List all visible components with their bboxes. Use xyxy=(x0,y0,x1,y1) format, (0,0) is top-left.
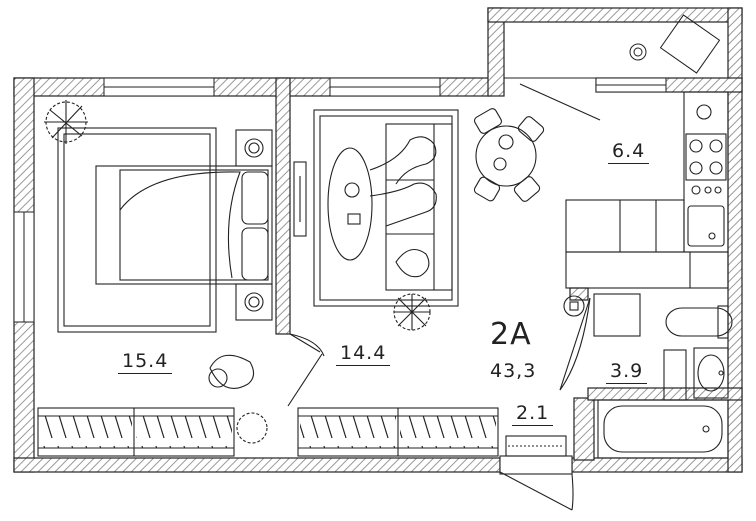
hall-fixtures xyxy=(505,435,567,457)
bathroom-area-value: 3.9 xyxy=(606,362,648,384)
apartment-total-area: 43,3 xyxy=(490,360,537,382)
kitchen-furniture xyxy=(473,91,729,337)
kitchen-area-value: 6.4 xyxy=(608,142,650,164)
apartment-type: 2А xyxy=(490,317,532,352)
living-area-value: 14.4 xyxy=(336,344,391,366)
windows xyxy=(13,77,667,323)
bathroom-area-label: 3.9 xyxy=(606,362,648,384)
doors xyxy=(287,83,601,511)
living-furniture xyxy=(293,109,499,457)
living-area-label: 14.4 xyxy=(336,344,391,366)
balcony xyxy=(503,14,729,79)
bedroom-furniture xyxy=(37,100,273,457)
bathroom-fixtures xyxy=(597,305,733,459)
bedroom-area-value: 15.4 xyxy=(118,352,173,374)
kitchen-area-label: 6.4 xyxy=(608,142,650,164)
hall-area-value: 2.1 xyxy=(512,404,554,426)
bedroom-area-label: 15.4 xyxy=(118,352,173,374)
hall-area-label: 2.1 xyxy=(512,404,554,426)
